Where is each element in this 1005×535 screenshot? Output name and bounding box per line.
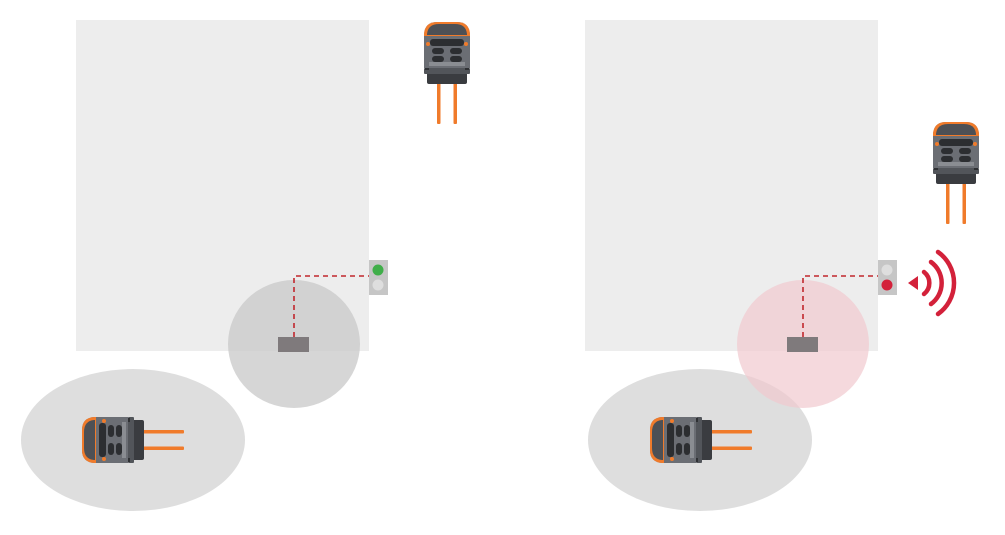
left-panel xyxy=(21,20,470,511)
left-green-lamp xyxy=(372,264,384,276)
right-sensor-wire xyxy=(802,275,879,337)
warning-signal-icon xyxy=(908,249,957,317)
right-red-lamp xyxy=(881,279,893,291)
right-forklift-vertical-icon xyxy=(933,122,979,224)
left-forklift-vertical-icon xyxy=(424,22,470,124)
right-panel xyxy=(585,20,979,511)
left-proximity-sensor xyxy=(278,337,309,352)
right-proximity-sensor xyxy=(787,337,818,352)
right-green-lamp-off xyxy=(881,264,893,276)
left-signal-light xyxy=(369,260,388,295)
right-signal-light xyxy=(878,260,897,295)
left-red-lamp-off xyxy=(372,279,384,291)
left-sensor-wire xyxy=(293,275,370,337)
